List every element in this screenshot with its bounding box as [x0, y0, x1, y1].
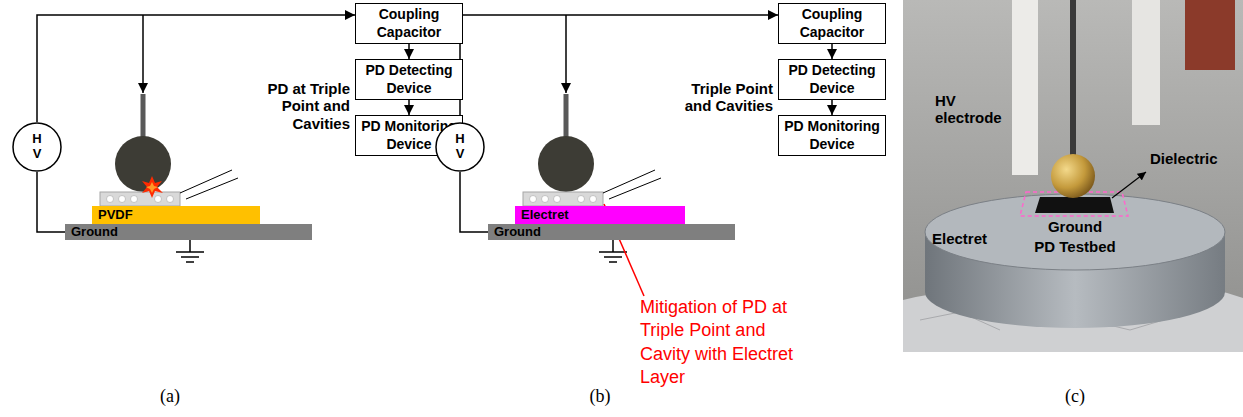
material-layer: Electret [515, 206, 685, 224]
signal-wire [460, 172, 488, 232]
dielectric-layer [523, 192, 603, 206]
voltage-source: H V [435, 122, 485, 172]
photo-label: HV electrode [935, 92, 1009, 127]
feed-wire [142, 15, 144, 93]
cavities [530, 196, 597, 203]
photo-background [903, 0, 1243, 352]
process-box: PD Monitoring Device [778, 115, 886, 156]
electrode-rod [141, 94, 146, 138]
annotation-label: PD at Triple Point and Cavities [250, 80, 350, 132]
node-text: Electret [521, 206, 685, 224]
material-layer: PVDF [92, 206, 260, 224]
electrode-rod [564, 94, 569, 138]
node-text: PD Monitoring Device [782, 118, 882, 153]
testbed-photo [903, 0, 1243, 352]
ground-symbol [599, 240, 627, 262]
testbed-top [925, 194, 1225, 270]
node-text: H V [454, 132, 467, 162]
process-box: PD Detecting Device [355, 59, 463, 100]
electrode-rod [1070, 0, 1076, 158]
ground-symbol [176, 240, 204, 262]
pointer-arrow [1112, 172, 1146, 198]
source-circle [436, 123, 484, 171]
process-box: Coupling Capacitor [778, 3, 886, 44]
ground-plate: Ground [65, 224, 312, 240]
discharge-spark [142, 176, 163, 198]
ground-plate: Ground [488, 224, 735, 240]
sphere-electrode [538, 136, 594, 192]
node-text: Ground [71, 224, 312, 240]
leader-line [180, 170, 232, 193]
process-box: PD Detecting Device [778, 59, 886, 100]
signal-wire [408, 44, 410, 59]
panel-caption: (a) [150, 386, 190, 407]
process-box: Coupling Capacitor [355, 3, 463, 44]
node-text: PD Detecting Device [359, 62, 459, 97]
photo-label: PD Testbed [1015, 238, 1135, 255]
feed-wire [565, 15, 567, 93]
node-text: Coupling Capacitor [359, 6, 459, 41]
node-text: Ground [494, 224, 735, 240]
signal-wire [831, 44, 833, 59]
dielectric-layer [100, 192, 180, 206]
cavities [107, 196, 174, 203]
node-text: PD Detecting Device [782, 62, 882, 97]
discharge-spark [146, 182, 158, 193]
support-post [1012, 0, 1038, 175]
background-object [1185, 0, 1235, 70]
panel-caption: (c) [1055, 386, 1095, 407]
photo-label: Dielectric [1150, 150, 1238, 167]
source-circle [13, 123, 61, 171]
dielectric-sample [1035, 197, 1114, 213]
brass-sphere [1051, 154, 1095, 198]
signal-wire [460, 15, 778, 122]
node-text: Coupling Capacitor [782, 6, 882, 41]
signal-wire [37, 172, 65, 232]
leader-line [186, 178, 238, 199]
mitigation-note: Mitigation of PD at Triple Point and Cav… [640, 296, 818, 390]
support-post [1132, 0, 1160, 125]
leader-line [609, 178, 661, 199]
photo-label: Ground [1015, 218, 1135, 235]
node-text: PVDF [98, 206, 260, 224]
annotation-label: Triple Point and Cavities [673, 80, 773, 115]
panel-caption: (b) [580, 386, 620, 407]
signal-wire [408, 100, 410, 115]
voltage-source: H V [12, 122, 62, 172]
photo-label: Electret [932, 230, 1012, 247]
node-text: H V [31, 132, 44, 162]
leader-line [603, 170, 655, 193]
sphere-electrode [115, 136, 171, 192]
signal-wire [831, 100, 833, 115]
